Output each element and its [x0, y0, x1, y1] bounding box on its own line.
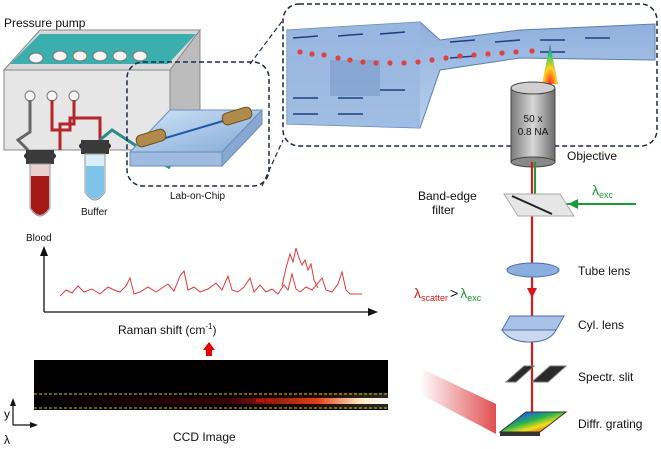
cells: [297, 48, 535, 66]
objective-na: 0.8 NA: [518, 127, 549, 138]
blood-label: Blood: [26, 233, 52, 244]
channel-zoom: [286, 21, 656, 129]
raman-shift-label: Raman shift (cm-1): [118, 322, 216, 337]
objective-mag: 50 x: [524, 114, 543, 125]
scatter-arrow-icon: [527, 288, 537, 298]
spectr-slit-label: Spectr. slit: [578, 370, 634, 384]
pressure-pump-icon: [2, 28, 201, 152]
ccd-axis-lambda: λ: [4, 433, 10, 447]
lab-on-chip-frame: [126, 61, 270, 187]
tube-lens-label: Tube lens: [578, 264, 630, 278]
band-edge-label-1: Band-edge: [418, 189, 477, 203]
objective-label: Objective: [567, 149, 617, 163]
buffer-label: Buffer: [81, 207, 108, 218]
objective-icon: [510, 81, 556, 168]
slit-icon: [504, 365, 568, 383]
dispersed-beam: [420, 368, 496, 434]
lambda-exc-label: λexc: [592, 182, 614, 200]
spectrum-line: [59, 269, 362, 297]
lab-on-chip-icon: [128, 106, 264, 168]
ccd-image-label: CCD Image: [173, 430, 236, 444]
band-edge-label-2: filter: [432, 203, 455, 217]
ccd-image: [34, 360, 388, 410]
ccd-axis-y: y: [4, 407, 10, 421]
grating-icon: [498, 411, 568, 436]
diffr-grating-label: Diffr. grating: [578, 417, 642, 431]
lab-on-chip-label: Lab-on-Chip: [170, 191, 225, 202]
flow-arrows: [292, 31, 610, 115]
pressure-pump-label: Pressure pump: [4, 16, 86, 30]
focus-cone: [542, 44, 558, 84]
raman-spectrum-plot: [40, 246, 378, 316]
tube-lens-icon: [506, 262, 560, 278]
tubing: [15, 100, 171, 170]
zoom-lines: [249, 19, 284, 187]
ccd-axes: [10, 398, 38, 428]
excitation-arrow-icon: [568, 199, 578, 209]
cyl-lens-label: Cyl. lens: [578, 318, 624, 332]
lambda-relation: λscatter>λexc: [414, 285, 482, 303]
buffer-tube-icon: [79, 140, 111, 201]
cyl-lens-icon: [501, 315, 565, 343]
blood-tube-icon: [24, 150, 56, 217]
arrow-up-icon: [203, 342, 215, 356]
